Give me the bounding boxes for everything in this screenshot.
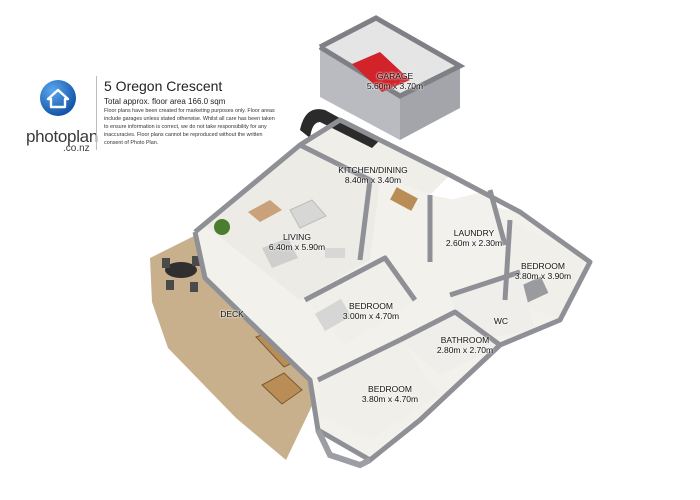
room-dimensions: 2.80m x 2.70m [436, 345, 494, 355]
dining-table [390, 187, 418, 211]
deck-table-set [162, 256, 200, 292]
header-divider [96, 76, 97, 150]
bedroom3-floor [318, 340, 440, 440]
floor-area: Total approx. floor area 166.0 sqm [104, 97, 226, 106]
garage-block [318, 15, 466, 140]
room-label-living: LIVING 6.40m x 5.90m [269, 232, 325, 252]
room-label-deck: DECK [220, 309, 244, 319]
room-label-garage: GARAGE 5.60m x 3.70m [367, 71, 423, 91]
living-floor [205, 145, 380, 300]
room-name: LIVING [283, 232, 311, 242]
photoplan-logo [14, 74, 98, 154]
walls [192, 117, 593, 463]
room-name: LAUNDRY [453, 228, 495, 238]
room-name: BEDROOM [521, 261, 565, 271]
room-name: DECK [220, 309, 244, 319]
room-name: BATHROOM [440, 335, 490, 345]
house-in-globe-icon [40, 80, 76, 116]
room-name: GARAGE [376, 71, 414, 81]
room-label-bedroom-2: BEDROOM 3.00m x 4.70m [343, 301, 399, 321]
room-dimensions: 8.40m x 3.40m [344, 175, 402, 185]
room-name: KITCHEN/DINING [338, 165, 408, 175]
bay-window [315, 428, 372, 469]
room-dimensions: 3.00m x 4.70m [342, 311, 400, 321]
brand-name: photoplan [26, 127, 98, 146]
room-dimensions: 6.40m x 5.90m [268, 242, 326, 252]
room-dimensions: 2.60m x 2.30m [445, 238, 503, 248]
living-furniture [214, 199, 345, 268]
room-dimensions: 3.80m x 3.90m [514, 271, 572, 281]
laundry-floor [430, 190, 505, 258]
room-name: BEDROOM [368, 384, 412, 394]
room-dimensions: 3.80m x 4.70m [361, 394, 419, 404]
room-label-bedroom-3: BEDROOM 3.80m x 4.70m [362, 384, 418, 404]
room-label-laundry: LAUNDRY 2.60m x 2.30m [446, 228, 502, 248]
kitchen-bench [300, 109, 380, 148]
room-label-kitchen-dining: KITCHEN/DINING 8.40m x 3.40m [338, 165, 407, 185]
disclaimer-text: Floor plans have been created for market… [104, 108, 275, 146]
room-label-bedroom-1: BEDROOM 3.80m x 3.90m [515, 261, 571, 281]
brand-domain: .co.nz [63, 143, 90, 154]
property-title: 5 Oregon Crescent [104, 78, 223, 94]
room-label-bathroom: BATHROOM 2.80m x 2.70m [437, 335, 493, 355]
bedroom2-bed [315, 298, 351, 332]
room-name: BEDROOM [349, 301, 393, 311]
room-name: WC [493, 316, 509, 326]
room-label-wc: WC [494, 316, 508, 326]
kitchen-floor [300, 120, 450, 195]
room-dimensions: 5.60m x 3.70m [366, 81, 424, 91]
